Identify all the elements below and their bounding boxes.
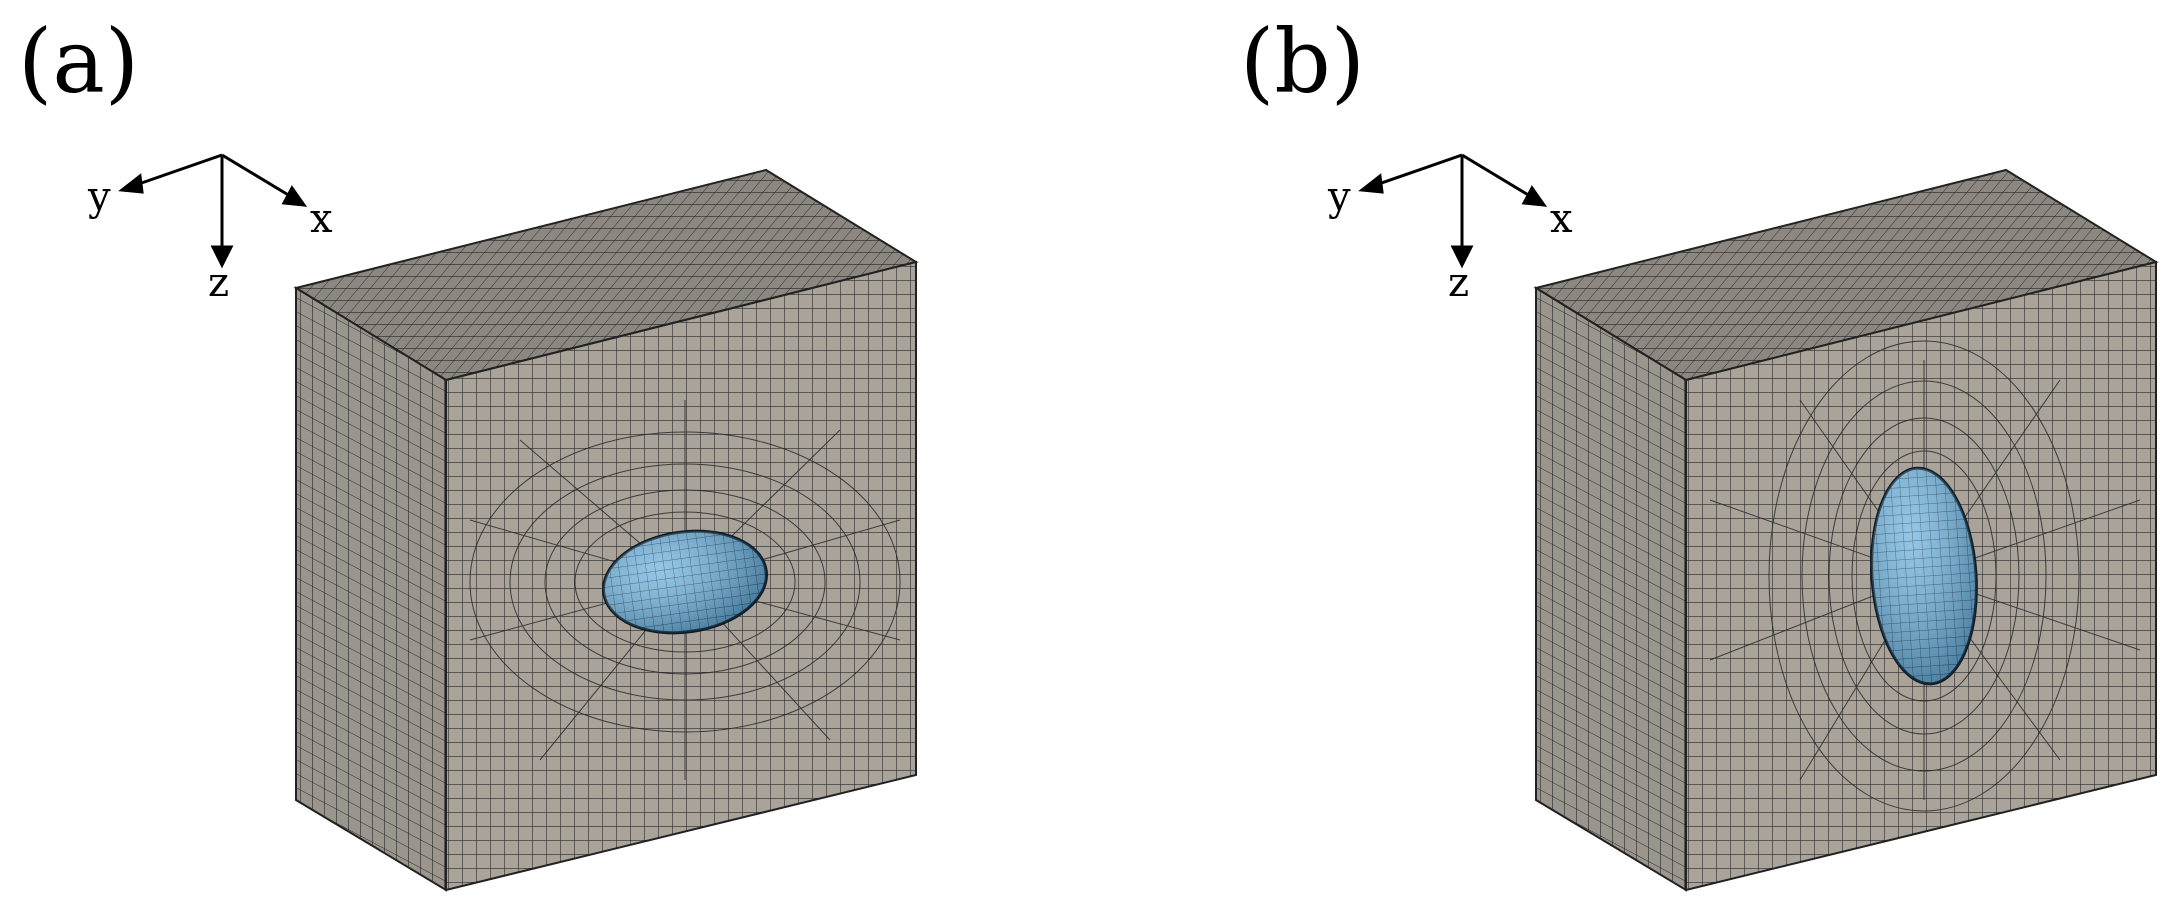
axis-label-y: y [1327,174,1351,220]
mesh-side-face [295,286,447,892]
axis-label-x: x [1550,196,1573,242]
mesh-refinement [469,400,901,780]
axis-triad [118,153,308,269]
inclusion [602,529,768,635]
panel-b: (b) [1240,0,2179,906]
axis-triad [1358,153,1548,269]
axis-label-z: z [1448,260,1469,306]
axis-label-y: y [87,174,111,220]
mesh-figure-a: y x z [87,153,919,892]
panel-label: (a) [18,10,140,113]
axis-label-z: z [208,260,229,306]
inclusion [1870,466,1978,686]
mesh-figure-b: y x z [1327,153,2159,892]
axis-label-x: x [310,196,333,242]
panel-label: (b) [1240,10,1365,113]
panel-a: (a) [0,0,1089,906]
mesh-side-face [1535,286,1687,892]
